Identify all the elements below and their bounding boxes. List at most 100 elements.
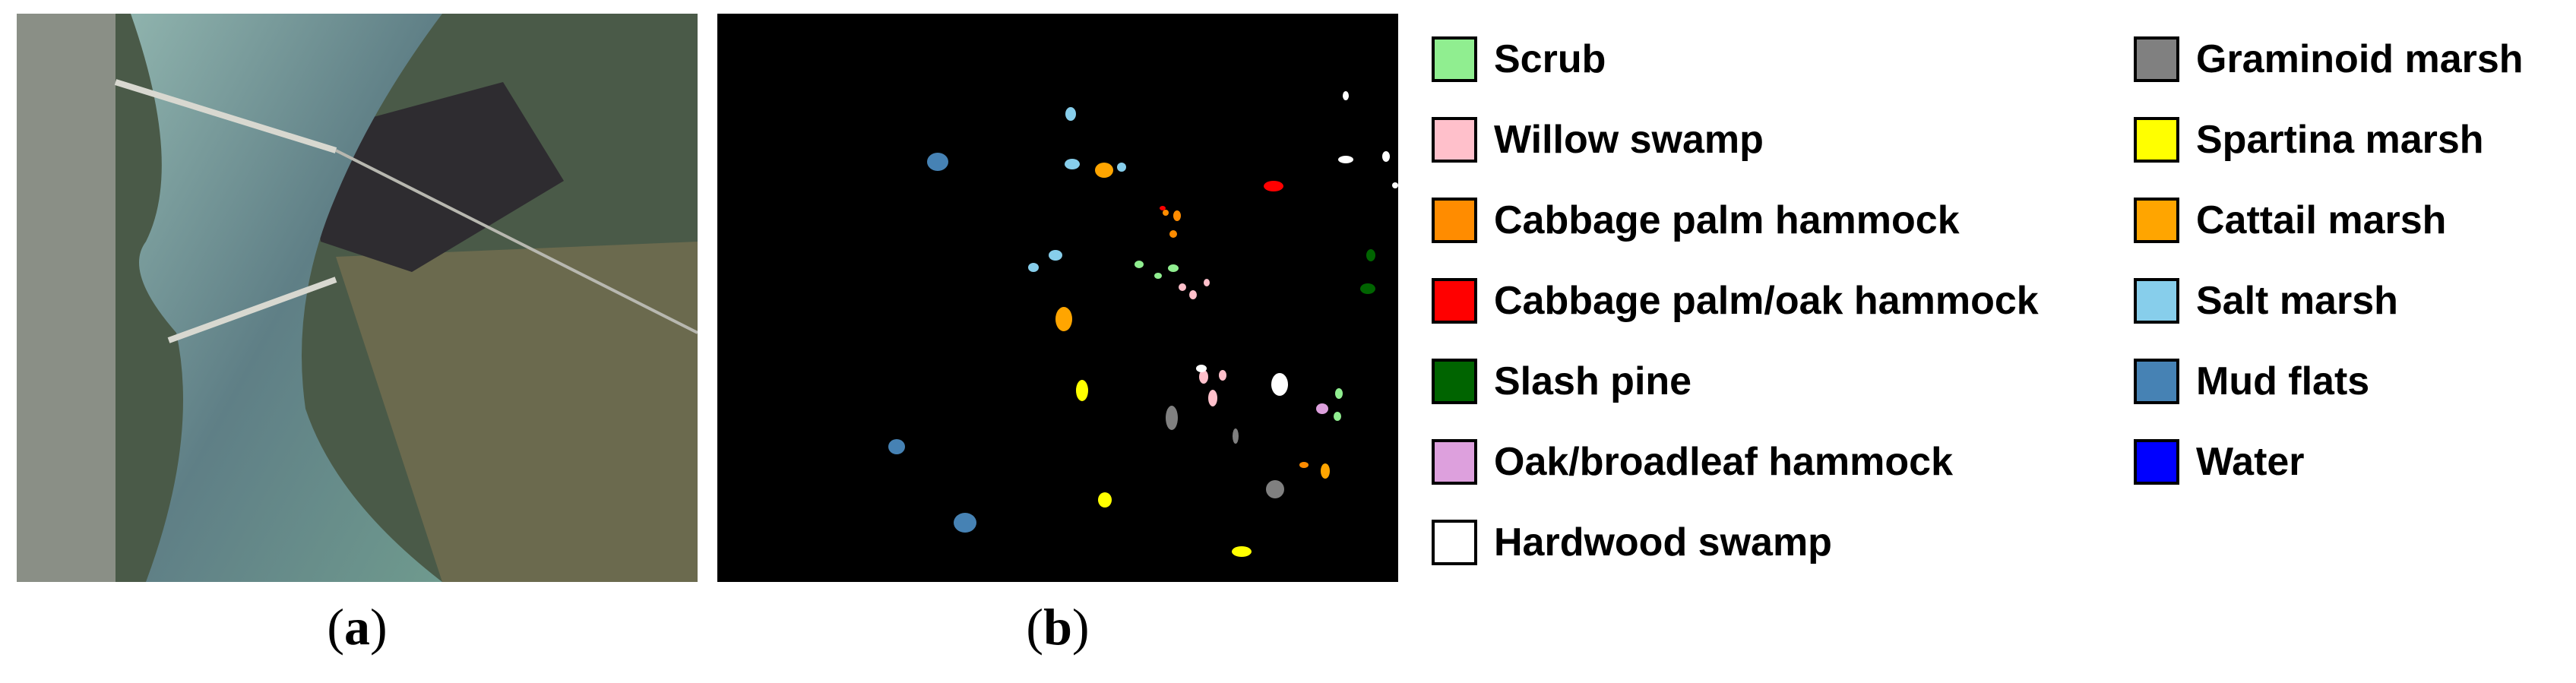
legend-item-hardwood-swamp: Hardwood swamp bbox=[1432, 515, 1832, 570]
caption-a-open: ( bbox=[327, 598, 344, 656]
caption-b: (b) bbox=[982, 596, 1134, 657]
class-patch bbox=[1233, 428, 1239, 444]
satellite-image bbox=[17, 14, 698, 582]
caption-a: (a) bbox=[281, 596, 433, 657]
class-patch bbox=[1154, 273, 1162, 279]
class-patch bbox=[1095, 163, 1113, 178]
class-patch bbox=[1135, 261, 1144, 268]
class-patch bbox=[1163, 210, 1169, 216]
legend-item-salt-marsh: Salt marsh bbox=[2134, 274, 2398, 328]
legend-label: Salt marsh bbox=[2196, 279, 2398, 323]
class-patch bbox=[1338, 156, 1353, 163]
legend-swatch bbox=[2134, 117, 2179, 163]
caption-a-close: ) bbox=[370, 598, 388, 656]
legend-item-cabbage-palm-oak-hammock: Cabbage palm/oak hammock bbox=[1432, 274, 2039, 328]
legend-swatch bbox=[2134, 36, 2179, 82]
legend-swatch bbox=[1432, 117, 1477, 163]
legend-label: Spartina marsh bbox=[2196, 118, 2484, 162]
legend-label: Water bbox=[2196, 440, 2305, 484]
class-patch bbox=[1196, 365, 1207, 372]
ground-truth-map-panel bbox=[717, 14, 1398, 582]
legend-label: Slash pine bbox=[1494, 359, 1692, 403]
class-patch bbox=[1098, 492, 1112, 508]
class-patch bbox=[1334, 412, 1341, 421]
class-patch bbox=[1382, 151, 1390, 162]
marsh-area bbox=[336, 242, 698, 582]
legend-label: Cabbage palm/oak hammock bbox=[1494, 279, 2039, 323]
ground-truth-map bbox=[888, 91, 1398, 557]
legend-swatch bbox=[1432, 278, 1477, 324]
caption-b-close: ) bbox=[1071, 598, 1090, 656]
bridge-lower bbox=[167, 277, 337, 343]
class-patch bbox=[1232, 546, 1252, 557]
class-patch bbox=[1166, 406, 1178, 430]
legend-swatch bbox=[2134, 359, 2179, 404]
caption-a-letter: a bbox=[344, 598, 370, 656]
legend-item-water: Water bbox=[2134, 435, 2305, 489]
class-patch bbox=[1264, 181, 1283, 191]
legend-swatch bbox=[1432, 36, 1477, 82]
class-patch bbox=[1316, 403, 1328, 414]
class-patch bbox=[1343, 91, 1349, 100]
class-patch bbox=[1076, 380, 1088, 401]
legend-label: Hardwood swamp bbox=[1494, 520, 1832, 564]
legend-item-spartina-marsh: Spartina marsh bbox=[2134, 112, 2484, 167]
class-patch bbox=[1065, 159, 1080, 169]
class-patch bbox=[1360, 283, 1375, 294]
class-patch bbox=[1189, 290, 1197, 299]
class-patch bbox=[1266, 480, 1284, 498]
class-patch bbox=[954, 513, 976, 533]
class-patch bbox=[1208, 390, 1217, 406]
class-patch bbox=[1028, 263, 1039, 272]
legend-label: Oak/broadleaf hammock bbox=[1494, 440, 1953, 484]
legend-item-slash-pine: Slash pine bbox=[1432, 354, 1691, 409]
class-patch bbox=[1117, 163, 1126, 172]
legend-label: Graminoid marsh bbox=[2196, 37, 2524, 81]
class-patch bbox=[1204, 279, 1210, 286]
class-patch bbox=[1065, 107, 1076, 121]
class-patch bbox=[1160, 206, 1166, 210]
legend-swatch bbox=[1432, 520, 1477, 565]
class-patch bbox=[1168, 264, 1179, 272]
legend-swatch bbox=[2134, 439, 2179, 485]
class-patch bbox=[1173, 210, 1181, 221]
legend-item-mud-flats: Mud flats bbox=[2134, 354, 2369, 409]
legend-item-graminoid-marsh: Graminoid marsh bbox=[2134, 32, 2524, 87]
legend-label: Cattail marsh bbox=[2196, 198, 2447, 242]
legend-item-scrub: Scrub bbox=[1432, 32, 1606, 87]
legend-label: Cabbage palm hammock bbox=[1494, 198, 1960, 242]
class-patch bbox=[1392, 182, 1398, 188]
legend-swatch bbox=[1432, 439, 1477, 485]
class-patch bbox=[1219, 370, 1226, 381]
class-patch bbox=[1049, 250, 1062, 261]
class-patch bbox=[1055, 307, 1072, 331]
satellite-image-panel bbox=[17, 14, 698, 582]
class-patch bbox=[1299, 462, 1309, 468]
legend-swatch bbox=[2134, 198, 2179, 243]
legend-item-oak-broadleaf-hammock: Oak/broadleaf hammock bbox=[1432, 435, 1953, 489]
class-patch bbox=[1335, 388, 1343, 399]
legend-label: Scrub bbox=[1494, 37, 1606, 81]
class-patch bbox=[888, 439, 905, 454]
legend-label: Willow swamp bbox=[1494, 118, 1764, 162]
class-patch bbox=[1366, 249, 1375, 261]
legend-swatch bbox=[1432, 359, 1477, 404]
caption-b-open: ( bbox=[1026, 598, 1044, 656]
legend-swatch bbox=[1432, 198, 1477, 243]
city-area bbox=[17, 14, 116, 582]
class-patch bbox=[1169, 230, 1177, 238]
class-patch bbox=[927, 153, 948, 171]
legend-item-cabbage-palm-hammock: Cabbage palm hammock bbox=[1432, 193, 1960, 248]
legend-item-cattail-marsh: Cattail marsh bbox=[2134, 193, 2446, 248]
class-patch bbox=[1271, 373, 1288, 396]
legend-item-willow-swamp: Willow swamp bbox=[1432, 112, 1764, 167]
class-patch bbox=[1199, 370, 1208, 384]
class-patch bbox=[1179, 283, 1186, 291]
legend-label: Mud flats bbox=[2196, 359, 2370, 403]
dark-wetland bbox=[305, 82, 564, 272]
caption-b-letter: b bbox=[1043, 598, 1072, 656]
legend-swatch bbox=[2134, 278, 2179, 324]
road bbox=[335, 149, 698, 334]
bridge-upper bbox=[114, 79, 337, 153]
class-patch bbox=[1321, 463, 1330, 479]
